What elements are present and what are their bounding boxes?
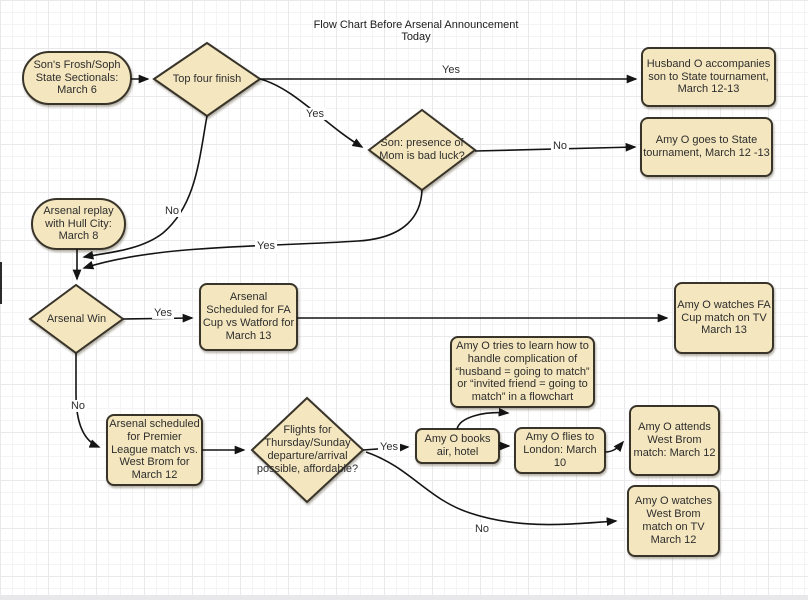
node-topfour-shape[interactable]	[152, 41, 262, 118]
edge-books-to-tries[interactable]	[456, 407, 510, 430]
node-premier-shape[interactable]	[106, 414, 203, 486]
canvas-left-edge-mark	[0, 262, 2, 304]
diagram-title: Flow Chart Before Arsenal Announcement T…	[313, 19, 519, 43]
edge-label-topfour-yes-sonmom[interactable]: Yes	[304, 107, 326, 121]
edge-label-sonmom-yes[interactable]: Yes	[255, 239, 277, 253]
node-amy-state-shape[interactable]	[640, 117, 773, 177]
node-fa-cup-shape[interactable]	[199, 283, 298, 351]
node-sectionals-shape[interactable]	[22, 51, 132, 105]
edge-arsenalwin-no-to-premier[interactable]	[75, 353, 101, 448]
edge-flies-to-attends[interactable]	[604, 440, 625, 453]
edge-flights-no-to-watcheswb[interactable]	[365, 451, 618, 526]
edge-label-flights-yes[interactable]: Yes	[378, 440, 400, 454]
node-flies-shape[interactable]	[514, 427, 606, 474]
edge-label-win-yes[interactable]: Yes	[152, 306, 174, 320]
edge-label-topfour-no[interactable]: No	[162, 204, 182, 218]
node-flights-shape[interactable]	[250, 396, 365, 504]
edge-topfour-no-to-join[interactable]	[82, 115, 208, 260]
node-husband-state-shape[interactable]	[641, 47, 776, 107]
node-arsenal-win-shape[interactable]	[28, 283, 125, 355]
node-sonmom-shape[interactable]	[367, 108, 477, 192]
edge-label-flights-no[interactable]: No	[472, 522, 492, 536]
canvas-bottom-edge	[0, 595, 808, 600]
node-tries-shape[interactable]	[450, 336, 595, 408]
node-amy-fa-tv-shape[interactable]	[674, 282, 774, 354]
edge-label-sonmom-no[interactable]: No	[550, 139, 570, 153]
node-books-shape[interactable]	[415, 428, 500, 464]
edge-label-topfour-yes-husband[interactable]: Yes	[440, 63, 462, 77]
node-attends-shape[interactable]	[629, 405, 720, 476]
edge-sonmom-yes-to-join[interactable]	[82, 189, 423, 270]
node-watches-wb-shape[interactable]	[627, 485, 720, 557]
edge-label-win-no[interactable]: No	[68, 399, 88, 413]
node-hull-replay-shape[interactable]	[31, 198, 126, 250]
edge-topfour-yes-to-sonmom[interactable]	[259, 78, 364, 148]
